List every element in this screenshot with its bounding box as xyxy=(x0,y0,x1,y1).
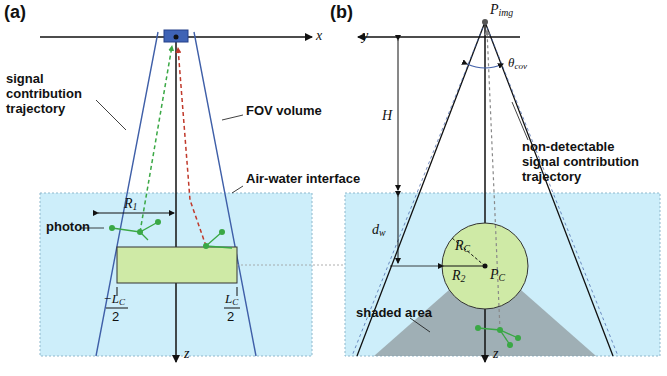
length-label: 2 xyxy=(227,310,234,325)
fov-label: FOV volume xyxy=(246,104,322,119)
axis-label: z xyxy=(493,346,498,362)
point-label: PC xyxy=(490,267,505,283)
shaded-label: shaded area xyxy=(356,306,432,321)
panel-letter: (b) xyxy=(330,2,353,23)
point-label: Pimg xyxy=(490,2,513,18)
depth-label: dw xyxy=(372,222,386,238)
radius-label: RC xyxy=(455,238,470,254)
panel-letter: (a) xyxy=(4,2,26,23)
length-label: −LC xyxy=(103,292,125,307)
length-label: 2 xyxy=(112,310,119,325)
trajectory-label: signal contribution trajectory xyxy=(6,72,116,117)
radius-label: R2 xyxy=(452,268,465,284)
photon-label: photon xyxy=(46,220,90,235)
axis-label: y xyxy=(362,28,368,44)
axis-label: z xyxy=(184,346,189,362)
length-label: LC xyxy=(225,292,238,307)
trajectory-label: non-detectable signal contribution traje… xyxy=(522,140,650,185)
interface-label: Air-water interface xyxy=(246,172,360,187)
angle-label: θcov xyxy=(508,56,527,71)
radius-label: R1 xyxy=(124,196,137,212)
height-label: H xyxy=(382,108,392,124)
axis-label: x xyxy=(316,28,322,44)
